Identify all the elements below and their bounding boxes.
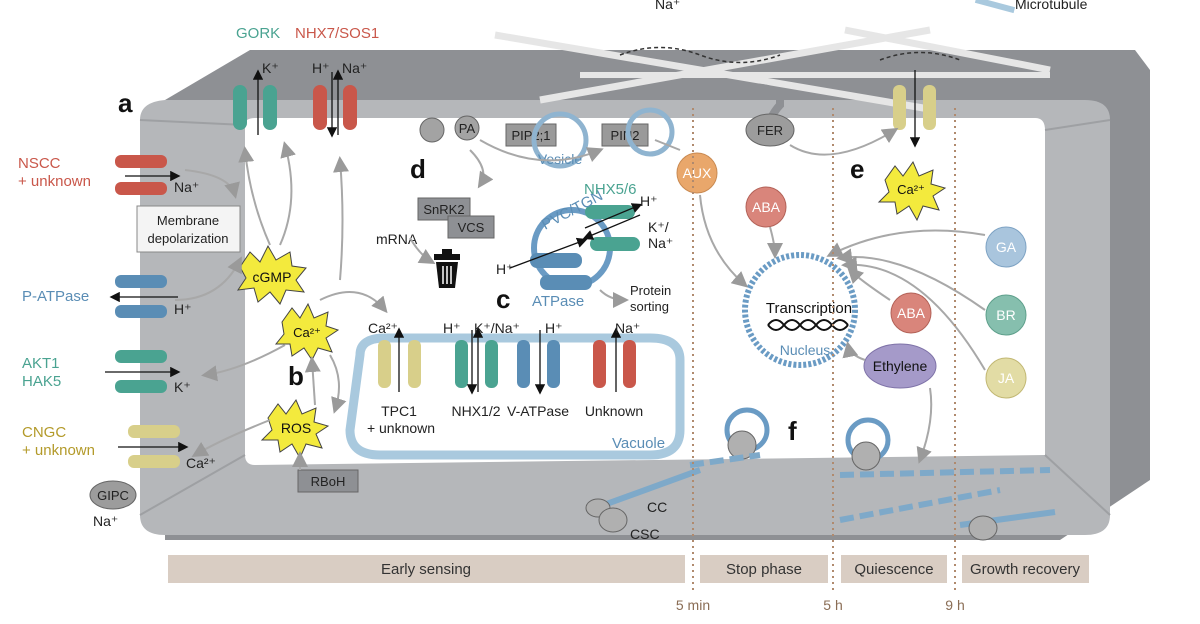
rboh-box: RBoH bbox=[297, 469, 359, 493]
vac-kna: K⁺/Na⁺ bbox=[474, 320, 520, 336]
signal-arrows-left bbox=[174, 141, 388, 470]
membrane-label-2: depolarization bbox=[148, 231, 229, 246]
panel-c: c bbox=[496, 284, 510, 314]
cngc-channel bbox=[118, 425, 189, 468]
timeline-dividers bbox=[692, 108, 956, 590]
ca-burst: Ca²⁺ bbox=[274, 302, 340, 361]
phase-early: Early sensing bbox=[381, 561, 471, 578]
nscc-ion: Na⁺ bbox=[174, 179, 199, 195]
ros-label: ROS bbox=[281, 420, 311, 436]
time-9h: 9 h bbox=[945, 597, 964, 613]
gork-ion: K⁺ bbox=[262, 60, 279, 76]
membrane-label-1: Membrane bbox=[157, 213, 219, 228]
aba1-label: ABA bbox=[752, 199, 781, 215]
patpase-ion: H⁺ bbox=[174, 301, 192, 317]
vacuole: Vacuole Ca²⁺ H⁺ K⁺/Na⁺ H⁺ Na⁺ TPC1 + unk… bbox=[345, 320, 685, 460]
time-5min: 5 min bbox=[676, 597, 710, 613]
ga-label: GA bbox=[996, 239, 1017, 255]
patpase-label: P-ATPase bbox=[22, 288, 89, 305]
c-kna: K⁺/ bbox=[648, 219, 669, 235]
trash-icon bbox=[434, 249, 460, 288]
nscc-sub: + unknown bbox=[18, 173, 91, 190]
panel-f: f bbox=[788, 416, 797, 446]
nhx7-na: Na⁺ bbox=[342, 60, 367, 76]
ja-label: JA bbox=[998, 370, 1015, 386]
mrna-label: mRNA bbox=[376, 231, 418, 247]
transcription-label: Transcription bbox=[766, 300, 852, 317]
snrk2-label: SnRK2 bbox=[423, 202, 464, 217]
ethylene-label: Ethylene bbox=[873, 358, 928, 374]
tpc1-label: TPC1 bbox=[381, 403, 417, 419]
phase-stop: Stop phase bbox=[726, 561, 802, 578]
ca-label: Ca²⁺ bbox=[293, 325, 321, 340]
phase-recovery: Growth recovery bbox=[970, 561, 1081, 578]
ca-e-label: Ca²⁺ bbox=[897, 182, 925, 197]
rboh-label: RBoH bbox=[311, 474, 346, 489]
gork-channel bbox=[233, 69, 277, 135]
vcs-label: VCS bbox=[458, 220, 485, 235]
cngc-label: CNGC bbox=[22, 424, 66, 441]
protein-label: Protein bbox=[630, 283, 671, 298]
aux-label: AUX bbox=[683, 165, 712, 181]
nscc-channel bbox=[115, 155, 181, 195]
akt1-hak5-channel bbox=[105, 350, 181, 393]
nhx7-h: H⁺ bbox=[312, 60, 330, 76]
nucleus-label: Nucleus bbox=[780, 342, 831, 358]
vac-h1: H⁺ bbox=[443, 320, 461, 336]
cngc-sub: + unknown bbox=[22, 442, 95, 459]
gork-label: GORK bbox=[236, 25, 280, 42]
tpc1-sub: + unknown bbox=[367, 420, 435, 436]
unknown-label: Unknown bbox=[585, 403, 643, 419]
panel-b: b bbox=[288, 361, 304, 391]
nhx7-label: NHX7/SOS1 bbox=[295, 25, 379, 42]
pa-label: PA bbox=[459, 121, 476, 136]
cngc-ion: Ca²⁺ bbox=[186, 455, 216, 471]
phase-bands: Early sensing Stop phase Quiescence Grow… bbox=[168, 555, 1089, 613]
aba2-label: ABA bbox=[897, 305, 926, 321]
microtubules bbox=[494, 0, 1051, 114]
vac-ca: Ca²⁺ bbox=[368, 320, 398, 336]
c-h1: H⁺ bbox=[640, 193, 658, 209]
akt1-label: AKT1 bbox=[22, 355, 60, 372]
c-na: Na⁺ bbox=[648, 235, 673, 251]
c-h2: H⁺ bbox=[496, 261, 514, 277]
pin2-label: PIN2 bbox=[611, 128, 640, 143]
fer-label: FER bbox=[757, 123, 783, 138]
nhx56-label: NHX5/6 bbox=[584, 181, 637, 198]
na-top-label: Na⁺ bbox=[655, 0, 680, 12]
cgmp-burst: cGMP bbox=[236, 244, 307, 305]
vac-na: Na⁺ bbox=[615, 320, 640, 336]
gipc-ion: Na⁺ bbox=[93, 513, 118, 529]
time-5h: 5 h bbox=[823, 597, 842, 613]
akt-ion: K⁺ bbox=[174, 379, 191, 395]
right-region: AUX FER Ca²⁺ ABA Transcription Nucleus A… bbox=[585, 70, 1056, 542]
legend-microtubule: Microtubule bbox=[1015, 0, 1088, 12]
nhx7-channel bbox=[313, 69, 357, 138]
panel-e: e bbox=[850, 154, 864, 184]
br-label: BR bbox=[996, 307, 1015, 323]
panel-d-group: PA PIP2;1 Vesicle PIN2 SnRK2 VCS mRNA bbox=[376, 107, 675, 288]
csc-label: CSC bbox=[630, 526, 660, 542]
patpase-channel bbox=[109, 275, 178, 318]
panel-a: a bbox=[118, 88, 133, 118]
gipc-label: GIPC bbox=[97, 488, 129, 503]
hak5-label: HAK5 bbox=[22, 373, 61, 390]
ros-burst: ROS bbox=[260, 398, 330, 460]
vacuole-label: Vacuole bbox=[612, 435, 665, 452]
phase-quiescence: Quiescence bbox=[854, 561, 933, 578]
membrane-depolarization-box: Membrane depolarization bbox=[136, 205, 241, 253]
nscc-label: NSCC bbox=[18, 155, 61, 172]
cgmp-label: cGMP bbox=[253, 269, 292, 285]
gipc-node: GIPC bbox=[89, 480, 137, 510]
nhx12-label: NHX1/2 bbox=[451, 403, 500, 419]
pip-label: PIP2;1 bbox=[511, 128, 550, 143]
vac-h2: H⁺ bbox=[545, 320, 563, 336]
sorting-label: sorting bbox=[630, 299, 669, 314]
cc-label: CC bbox=[647, 499, 667, 515]
vatpase-label: V-ATPase bbox=[507, 403, 569, 419]
panel-d: d bbox=[410, 154, 426, 184]
atpase-label: ATPase bbox=[532, 293, 584, 310]
